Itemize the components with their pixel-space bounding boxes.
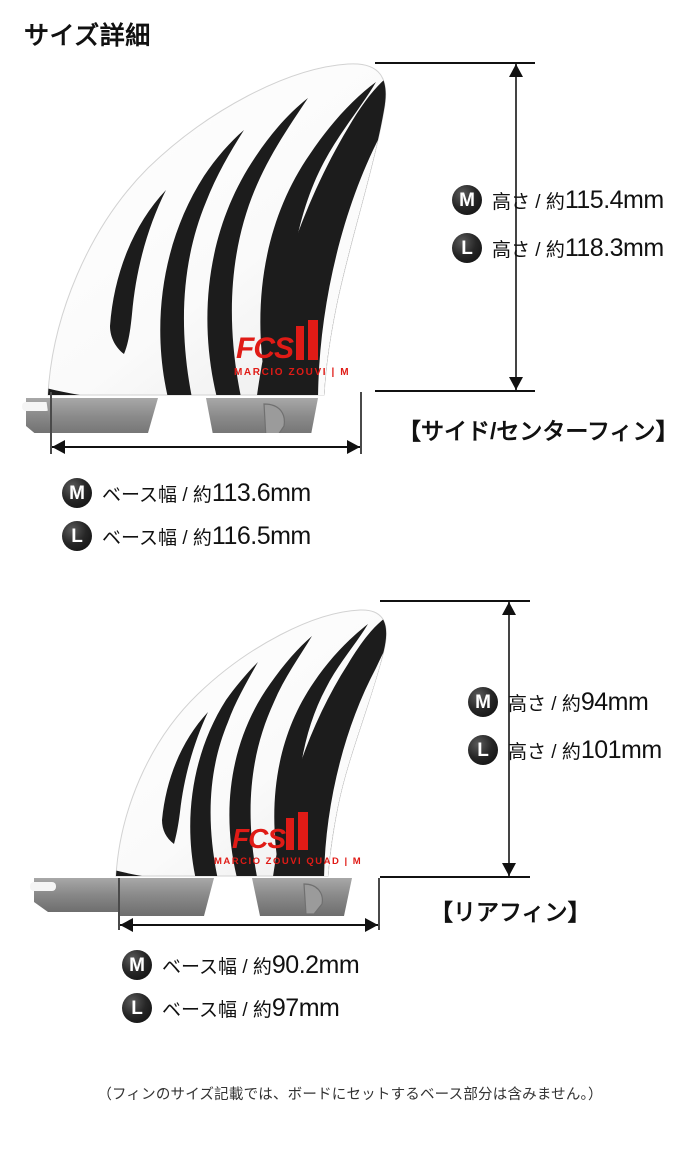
height-dimension-shaft (508, 602, 510, 876)
svg-text:FCS: FCS (236, 332, 294, 365)
height-measure-label-m: 高さ / 約115.4mm (492, 185, 664, 214)
fin-logo-lockup: FCS MARCIO ZOUVI QUAD | M (214, 812, 362, 867)
base-measure-row-m: M ベース幅 / 約90.2mm (122, 950, 360, 980)
svg-text:FCS: FCS (232, 823, 286, 854)
base-measure-label-m: ベース幅 / 約90.2mm (162, 950, 360, 979)
size-badge-m: M (62, 478, 92, 508)
base-arrow-right (365, 918, 378, 932)
base-arrow-right (347, 440, 360, 454)
height-measure-label-l: 高さ / 約118.3mm (492, 233, 664, 262)
height-measure-row-l: L 高さ / 約101mm (468, 735, 662, 765)
fin-logo-lockup: FCS MARCIO ZOUVI | M (234, 320, 350, 378)
fin-base-tabs (30, 878, 352, 916)
base-measure-row-m: M ベース幅 / 約113.6mm (62, 478, 311, 508)
height-ref-line-top (375, 62, 535, 64)
height-measure-row-m: M 高さ / 約94mm (468, 687, 649, 717)
svg-text:MARCIO ZOUVI | M: MARCIO ZOUVI | M (234, 367, 350, 378)
page-title: サイズ詳細 (24, 22, 151, 50)
base-measure-label-l: ベース幅 / 約116.5mm (102, 521, 311, 550)
height-measure-label-m: 高さ / 約94mm (508, 687, 649, 716)
base-extension-line-right (360, 392, 362, 454)
svg-text:MARCIO ZOUVI QUAD | M: MARCIO ZOUVI QUAD | M (214, 856, 362, 867)
base-measure-label-l: ベース幅 / 約97mm (162, 993, 340, 1022)
height-ref-line-top (380, 600, 530, 602)
height-arrow-top (502, 602, 516, 615)
height-dimension-shaft (515, 64, 517, 390)
base-arrow-left (120, 918, 133, 932)
base-extension-line-right (378, 878, 380, 930)
height-measure-row-l: L 高さ / 約118.3mm (452, 233, 664, 263)
base-measure-row-l: L ベース幅 / 約97mm (122, 993, 340, 1023)
fin-caption-rear: 【リアフィン】 (430, 899, 591, 925)
size-badge-m: M (468, 687, 498, 717)
fin-caption-side-center: 【サイド/センターフィン】 (398, 418, 679, 444)
base-dimension-shaft (120, 924, 378, 926)
height-arrow-bottom (502, 863, 516, 876)
height-arrow-top (509, 64, 523, 77)
base-extension-line-left (50, 392, 52, 454)
base-extension-line-left (118, 878, 120, 930)
footnote: （フィンのサイズ記載では、ボードにセットするベース部分は含みません。） (97, 1087, 603, 1103)
size-badge-l: L (122, 993, 152, 1023)
fin-illustration-side-center: FCS MARCIO ZOUVI | M (18, 58, 418, 433)
fin-section-rear: FCS MARCIO ZOUVI QUAD | M M 高さ / 約94mm L… (0, 580, 700, 1100)
height-measure-label-l: 高さ / 約101mm (508, 735, 662, 764)
size-badge-m: M (122, 950, 152, 980)
base-measure-label-m: ベース幅 / 約113.6mm (102, 478, 311, 507)
size-badge-m: M (452, 185, 482, 215)
fin-illustration-rear: FCS MARCIO ZOUVI QUAD | M (28, 594, 408, 919)
height-measure-row-m: M 高さ / 約115.4mm (452, 185, 664, 215)
height-ref-line-bottom (375, 390, 535, 392)
base-dimension-shaft (52, 446, 360, 448)
base-measure-row-l: L ベース幅 / 約116.5mm (62, 521, 311, 551)
fin-section-side-center: FCS MARCIO ZOUVI | M M 高さ / 約115.4mm L 高… (18, 58, 679, 551)
height-arrow-bottom (509, 377, 523, 390)
size-badge-l: L (468, 735, 498, 765)
height-ref-line-bottom (380, 876, 530, 878)
fin-base-tabs (22, 398, 318, 433)
base-arrow-left (52, 440, 65, 454)
size-badge-l: L (452, 233, 482, 263)
size-badge-l: L (62, 521, 92, 551)
